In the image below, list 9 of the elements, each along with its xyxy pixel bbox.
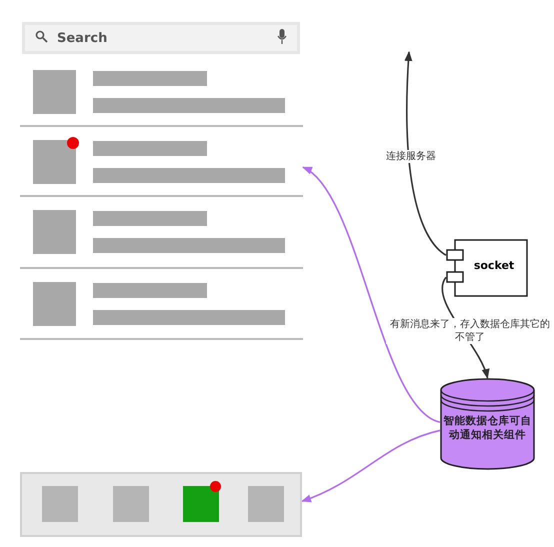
search-field: Search [22, 22, 300, 54]
arrow [301, 430, 440, 502]
node-label: socket [472, 259, 516, 272]
node-label: 智能数据仓库可自动通知相关组件 [442, 414, 532, 442]
arrow [404, 51, 446, 256]
arrow [302, 166, 440, 423]
tab-bar [20, 472, 302, 537]
socket-component [446, 239, 528, 297]
database-cylinder [440, 378, 535, 470]
